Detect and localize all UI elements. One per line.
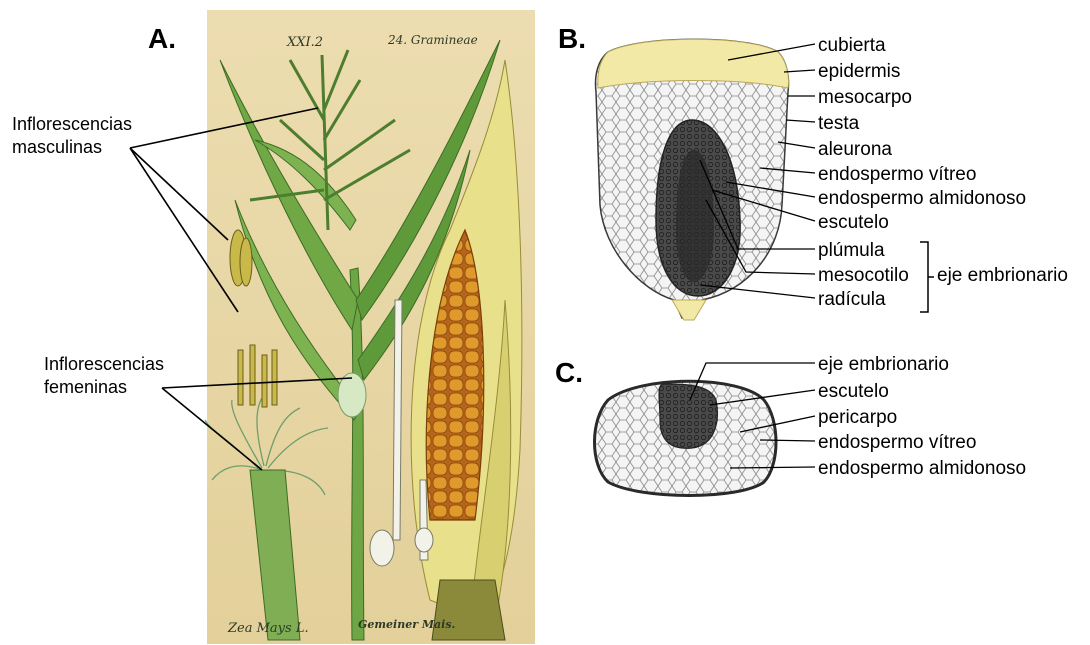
label-mesocotilo: mesocotilo: [818, 265, 909, 286]
panel-label-a: A.: [148, 23, 176, 54]
label-inflorescencias-masculinas: Inflorescencias masculinas: [12, 114, 137, 157]
botanical-plate: XXI.2 24. Gramineae: [205, 10, 535, 644]
label-endospermo-almidonoso: endospermo almidonoso: [818, 188, 1026, 209]
kernel-section: [596, 39, 789, 320]
kernel-tip: [672, 300, 706, 320]
label-epidermis: epidermis: [818, 61, 900, 82]
cross-section: [595, 381, 777, 495]
label-aleurona: aleurona: [818, 139, 892, 160]
label-c-escutelo: escutelo: [818, 381, 889, 402]
label-endospermo-vitreo: endospermo vítreo: [818, 164, 976, 185]
label-c-pericarpo: pericarpo: [818, 407, 897, 428]
label-escutelo: escutelo: [818, 212, 889, 233]
label-eje-embrionario: eje embrionario: [937, 265, 1068, 286]
label-line: masculinas: [12, 137, 102, 157]
label-mesocarpo: mesocarpo: [818, 87, 912, 108]
label-line: femeninas: [44, 377, 127, 397]
cross-embryo: [659, 384, 717, 448]
label-line: Inflorescencias: [44, 354, 164, 374]
kernel-labels: cubierta epidermis mesocarpo testa aleur…: [818, 35, 1068, 310]
cross-labels: eje embrionario escutelo pericarpo endos…: [818, 354, 1026, 479]
label-plumula: plúmula: [818, 240, 885, 261]
silk-tuft: [338, 373, 366, 417]
label-line: Inflorescencias: [12, 114, 132, 134]
label-c-endospermo-vitreo: endospermo vítreo: [818, 432, 976, 453]
label-testa: testa: [818, 113, 860, 134]
panel-label-c: C.: [555, 357, 583, 388]
panel-label-b: B.: [558, 23, 586, 54]
ear-base: [432, 580, 505, 640]
label-c-endospermo-almidonoso: endospermo almidonoso: [818, 458, 1026, 479]
label-inflorescencias-femeninas: Inflorescencias femeninas: [44, 354, 169, 397]
eje-bracket: [920, 242, 934, 312]
plate-caption: Gemeiner Mais.: [358, 618, 456, 631]
label-radicula: radícula: [818, 289, 886, 310]
label-cubierta: cubierta: [818, 35, 886, 56]
plate-number: XXI.2: [286, 35, 323, 50]
plate-header-right: 24. Gramineae: [387, 33, 478, 47]
label-c-eje-embrionario: eje embrionario: [818, 354, 949, 375]
plate-species: Zea Mays L.: [227, 621, 309, 636]
kernel-cap: [598, 39, 789, 88]
